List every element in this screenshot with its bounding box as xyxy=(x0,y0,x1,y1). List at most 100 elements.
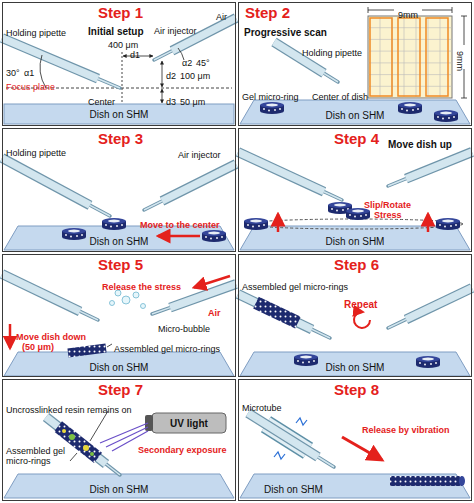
step4-art-part xyxy=(436,218,460,230)
step6-art-part xyxy=(388,319,406,328)
step-heading: Step 6 xyxy=(334,257,379,274)
annotation-label: Uncrosslinked resin remains on xyxy=(6,406,132,416)
dish-band: Dish on SHM xyxy=(240,226,470,250)
dish-band: Dish on SHM xyxy=(240,474,470,498)
dish-label: Dish on SHM xyxy=(326,362,385,373)
annotation-label: 9mm xyxy=(398,11,418,21)
step7-art-part xyxy=(69,434,75,440)
annotation-label: Repeat xyxy=(344,299,377,310)
step6-art-part xyxy=(312,329,330,338)
step8-art-part xyxy=(342,437,382,460)
annotation-label: Release the stress xyxy=(102,283,181,293)
annotation-label: Air injector xyxy=(154,27,197,37)
step5-art-part xyxy=(107,344,112,347)
step2-art-part xyxy=(434,110,458,122)
step4-art-part xyxy=(388,179,406,186)
step-heading: Step 4 xyxy=(334,131,379,148)
step5-art-part xyxy=(4,352,234,376)
step8-art-part xyxy=(318,457,334,467)
annotation-label: Move dish up xyxy=(388,139,452,150)
step6-art-part xyxy=(406,288,472,319)
step4-art-part xyxy=(238,152,324,192)
step8-art-part xyxy=(240,474,470,498)
step6-art-part xyxy=(238,294,312,329)
annotation-label: d2 xyxy=(166,72,176,82)
step5-art-part xyxy=(2,274,80,311)
step1-art-part xyxy=(154,51,172,60)
annotation-label: Stress xyxy=(374,211,402,221)
annotation-label: Holding pipette xyxy=(302,49,362,59)
step7-art-part xyxy=(145,415,153,431)
annotation-label: Assembled gel micro-rings xyxy=(6,447,70,467)
step5-art-part xyxy=(9,324,12,348)
step3-art-part xyxy=(62,228,86,240)
step1-art-part xyxy=(162,89,163,103)
step3-art xyxy=(2,158,236,250)
annotation-label: Air xyxy=(216,13,227,23)
step3-art-part xyxy=(102,218,126,230)
step6-art xyxy=(238,288,472,376)
step5-art-part xyxy=(133,292,139,298)
step7-art-part xyxy=(46,417,106,464)
step5-art-part xyxy=(2,274,80,311)
step4-art-part xyxy=(324,192,342,200)
dish-band: Dish on SHM xyxy=(4,352,234,376)
annotation-label: Center of dish xyxy=(312,93,368,103)
step3-art-part xyxy=(144,201,162,210)
annotation-label: Move dish down xyxy=(16,333,86,343)
step7-art-part xyxy=(106,464,120,475)
step4-art-part xyxy=(244,218,268,230)
annotation-label: Assembled gel micro-rings xyxy=(242,283,348,293)
dish-label: Dish on SHM xyxy=(90,236,149,247)
step2-art-part xyxy=(368,16,452,98)
step2-art-part xyxy=(324,73,338,82)
step1-art-part xyxy=(154,51,172,60)
step7-art-part xyxy=(83,445,89,451)
step2-art xyxy=(240,7,470,124)
step8-art-part xyxy=(274,452,285,459)
step-heading: Step 1 xyxy=(98,5,143,22)
annotation-label: (50 μm) xyxy=(22,343,54,353)
step5-art-part xyxy=(194,276,230,288)
step2-art-part xyxy=(324,73,338,82)
step8-art-part xyxy=(248,413,318,457)
step6-art-part xyxy=(240,352,470,376)
step1-art-part xyxy=(98,79,120,88)
step-heading: Step 2 xyxy=(245,5,290,22)
step3-art-part xyxy=(90,205,110,216)
step6-art-part xyxy=(312,329,330,338)
step7-art-part xyxy=(106,427,148,447)
annotation-label: Microtube xyxy=(242,404,282,414)
annotation-label: d1 xyxy=(130,51,140,61)
step7-art-part xyxy=(90,411,108,441)
step5-art-part xyxy=(80,311,98,320)
step7-art-part xyxy=(46,417,106,464)
annotation-label: Progressive scan xyxy=(244,27,327,38)
dish-label: Dish on SHM xyxy=(90,109,149,120)
step3-art-part xyxy=(162,164,236,201)
step4-art xyxy=(238,152,472,250)
step2-art-part xyxy=(240,100,470,124)
step2-art-part xyxy=(426,18,448,96)
step-panel: Step 5Dish on SHM xyxy=(2,254,236,377)
step4-art-part xyxy=(240,226,470,250)
step7-art-part xyxy=(90,452,94,456)
annotation-label: Air injector xyxy=(178,151,221,161)
step3-art-part xyxy=(202,230,226,242)
step4-art-part xyxy=(406,152,472,179)
annotation-label: Initial setup xyxy=(88,26,144,37)
step5-art-part xyxy=(110,301,115,306)
step-heading: Step 3 xyxy=(98,131,143,148)
step5-art-part xyxy=(152,308,170,314)
step6-art-part xyxy=(388,319,406,328)
dish-band: Dish on SHM xyxy=(240,352,470,376)
annotation-label: Focus plane xyxy=(6,83,55,93)
step1-art-part xyxy=(162,61,163,87)
step4-art-part xyxy=(324,192,342,200)
step4-art-part xyxy=(238,152,324,192)
dish-label: Dish on SHM xyxy=(90,484,149,495)
step4-art-part xyxy=(277,214,280,232)
annotation-label: 45° xyxy=(196,59,210,69)
dish-label: Dish on SHM xyxy=(264,484,323,495)
step7-art-part xyxy=(106,464,120,475)
